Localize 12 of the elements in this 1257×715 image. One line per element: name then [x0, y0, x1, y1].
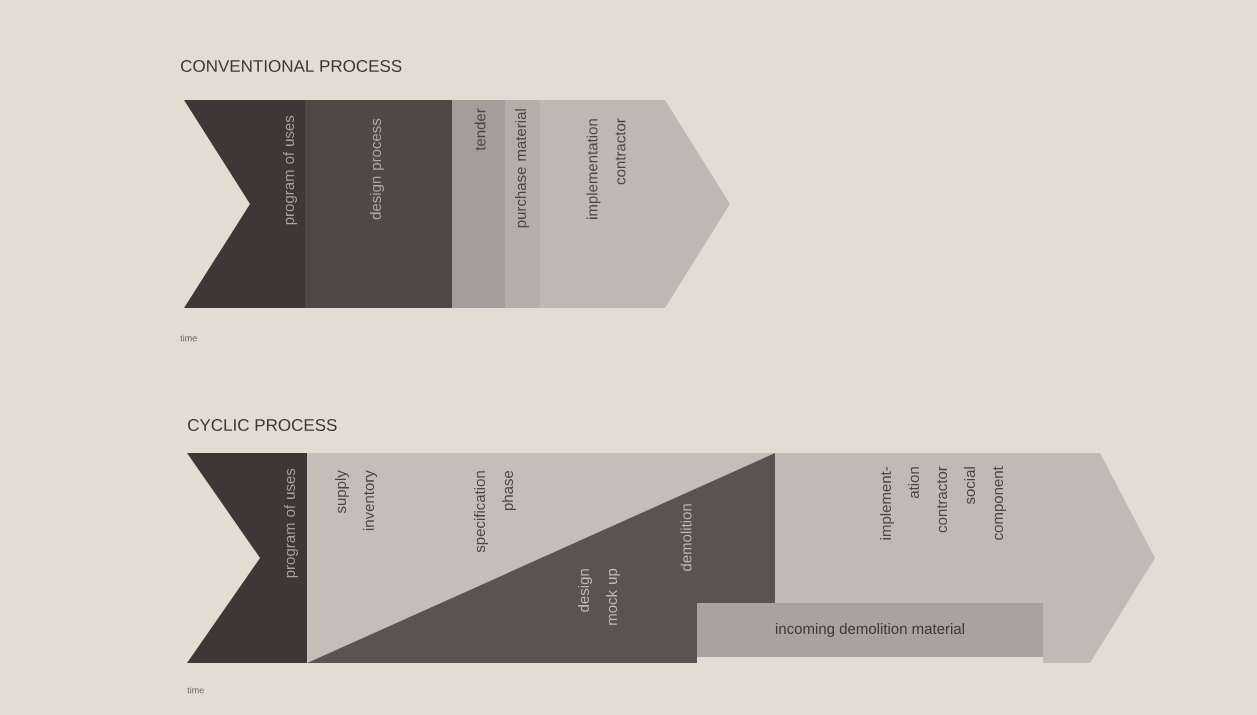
material-band: incoming demolition material	[697, 603, 1043, 657]
axis-label: time	[187, 686, 204, 694]
phase-segment: design process	[305, 100, 452, 308]
triangle-region: design mock up demolition	[578, 504, 692, 625]
phase-segment: program of uses	[187, 453, 307, 663]
axis-label: time	[180, 334, 197, 342]
arrow-head-segment: implementation contractor	[540, 100, 730, 308]
heading: CYCLIC PROCESS	[188, 419, 337, 432]
phase-segment: program of uses	[184, 100, 305, 308]
heading: CONVENTIONAL PROCESS	[181, 60, 402, 73]
phase-segment: tender	[452, 100, 505, 308]
phase-segment: purchase material	[505, 100, 540, 308]
